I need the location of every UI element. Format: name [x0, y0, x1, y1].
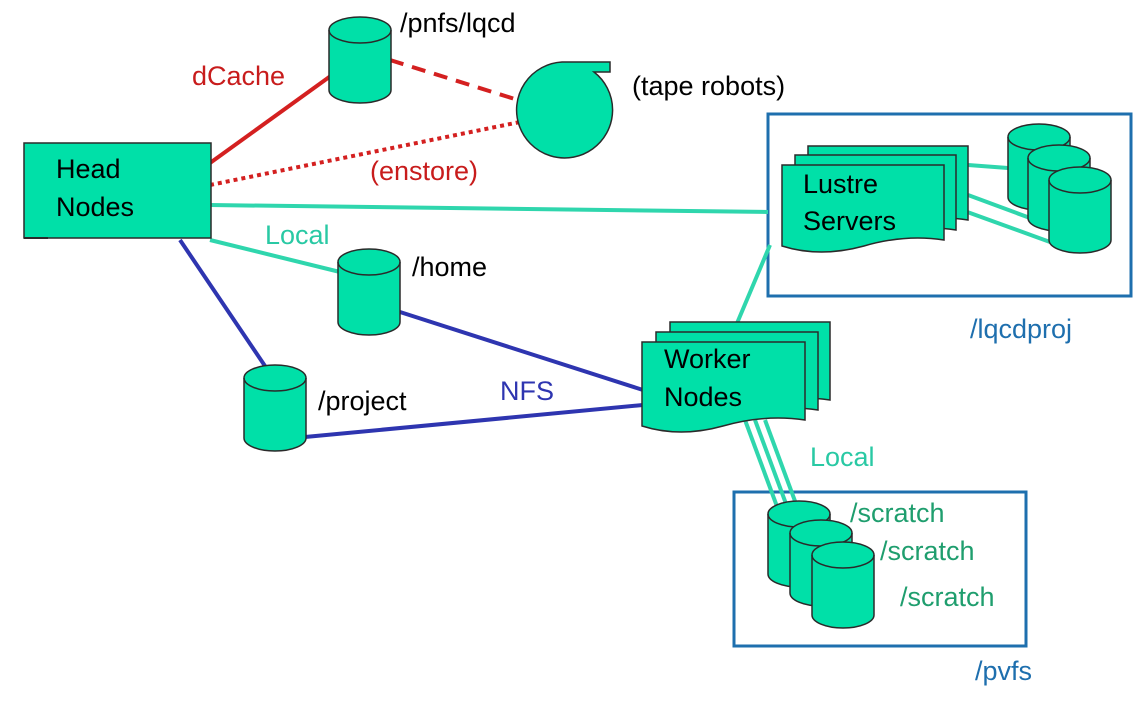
local-home-label: Local: [265, 220, 330, 250]
pnfs-tape-link: [389, 58, 519, 102]
enstore-label: (enstore): [370, 156, 478, 186]
lqcdproj-label: /lqcdproj: [970, 314, 1072, 344]
head-nodes-label-1: Head: [56, 154, 121, 184]
scratch-label-1: /scratch: [850, 498, 945, 528]
worker-nodes-label-2: Nodes: [664, 382, 742, 412]
pnfs-disk: [328, 16, 392, 104]
project-worker-link: [304, 403, 644, 439]
worker-nodes: Worker Nodes: [641, 321, 831, 433]
nfs-label: NFS: [500, 376, 554, 406]
tape-robot: (tape robots): [515, 61, 785, 159]
head-home-link: [209, 238, 341, 274]
pvfs-group-box: [732, 490, 1028, 648]
pnfs-label: /pnfs/lqcd: [400, 8, 516, 38]
local-scratch-label: Local: [810, 442, 875, 472]
lustre-disk-link-1: [967, 163, 1009, 170]
lqcdproj-group-box: [766, 112, 1133, 298]
project-disk: [243, 364, 307, 452]
dcache-label: dCache: [192, 61, 285, 91]
home-label: /home: [412, 252, 487, 282]
scratch-label-3: /scratch: [900, 582, 995, 612]
dcache-link: [208, 73, 334, 165]
lustre-servers-label-2: Servers: [803, 206, 896, 236]
head-lustre-link: [209, 203, 769, 214]
head-project-link: [178, 238, 267, 368]
worker-nodes-label-1: Worker: [664, 344, 751, 374]
home-worker-link: [399, 310, 644, 392]
lustre-servers: Lustre Servers: [781, 145, 969, 253]
home-disk: [337, 248, 401, 336]
lustre-disk-3: [1048, 166, 1112, 254]
scratch-label-2: /scratch: [880, 536, 975, 566]
scratch-disk-3: [811, 541, 875, 629]
project-label: /project: [318, 386, 407, 416]
worker-lustre-link: [733, 244, 772, 329]
lustre-disk-link-2: [967, 193, 1031, 220]
head-nodes-label-2: Nodes: [56, 192, 134, 222]
pvfs-label: /pvfs: [975, 656, 1032, 686]
tape-robots-label: (tape robots): [632, 71, 785, 101]
scratch-link-1: [743, 419, 784, 521]
lustre-servers-label-1: Lustre: [803, 169, 878, 199]
head-nodes: Head Nodes: [23, 142, 212, 239]
